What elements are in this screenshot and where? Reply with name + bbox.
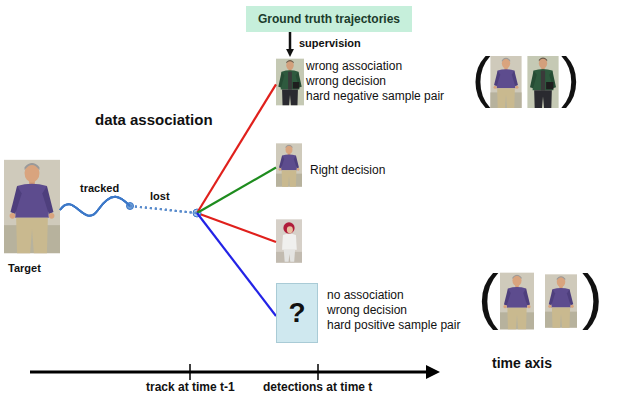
connector: [60, 168, 276, 216]
pair-photo: [490, 56, 521, 108]
side-text: wrong decision: [306, 74, 386, 88]
side-text: Right decision: [310, 163, 385, 177]
time-axis: [30, 371, 428, 374]
detection-photo: [276, 143, 302, 186]
bracket: ): [582, 262, 603, 330]
pair-photo: [500, 273, 534, 330]
source-box: Ground truth trajectories: [246, 6, 412, 32]
missing-box: ?no associationwrong decisionhard positi…: [276, 283, 318, 343]
label: track at time t-1: [146, 381, 235, 394]
detection-image: wrong associationwrong decisionhard nega…: [276, 58, 304, 106]
pair-photo: [527, 56, 558, 108]
side-text: hard positive sample pair: [327, 318, 460, 332]
axis-tick: [189, 364, 191, 380]
track-curve: [60, 197, 130, 216]
label: data association: [95, 112, 213, 129]
lost-track: [130, 206, 197, 213]
side-text: wrong association: [306, 59, 402, 73]
arrowhead: [286, 49, 294, 57]
pair-photo: [545, 274, 577, 327]
connector: [60, 197, 276, 316]
label: time axis: [492, 356, 552, 371]
track-curve: [60, 197, 130, 216]
axis-tick: [317, 364, 319, 380]
side-text: wrong decision: [327, 303, 407, 317]
lost-track: [130, 206, 197, 213]
connector: [60, 84, 276, 215]
association-line: [197, 213, 276, 316]
side-text: Target: [8, 261, 41, 275]
label: lost: [150, 190, 170, 202]
axis-arrowhead: [426, 365, 440, 379]
detection-image: Right decision: [276, 140, 302, 190]
bracket: ): [561, 46, 580, 108]
lost-track: [130, 206, 197, 213]
label: tracked: [80, 182, 119, 194]
bracket: (: [478, 262, 499, 330]
target-photo: [4, 160, 60, 253]
detection-photo: [276, 219, 302, 262]
label: detections at time t: [263, 381, 372, 394]
box-text: ?: [288, 297, 305, 329]
box-text: Ground truth trajectories: [258, 12, 400, 26]
association-line: [197, 168, 276, 214]
side-text: no association: [327, 288, 404, 302]
connector: [286, 32, 294, 57]
track-curve: [60, 197, 130, 216]
edge-label: supervision: [297, 37, 363, 49]
target-image: Target: [4, 155, 60, 258]
arrow-line: [289, 32, 292, 51]
side-text: hard negative sample pair: [306, 89, 444, 103]
bracket: (: [472, 46, 491, 108]
detection-photo: [276, 59, 304, 106]
association-line: [197, 84, 276, 213]
